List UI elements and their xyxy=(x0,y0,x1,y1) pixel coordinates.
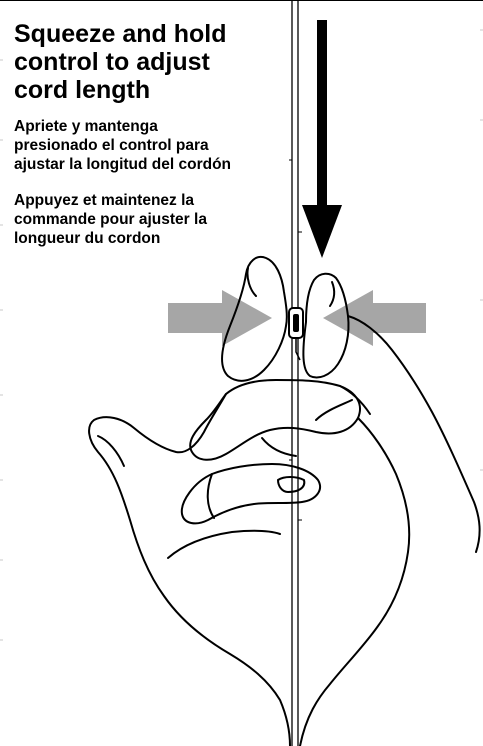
down-arrow-icon xyxy=(302,20,342,258)
instruction-title-en: Squeeze and hold control to adjust cord … xyxy=(14,20,227,104)
cord-ticks xyxy=(289,159,302,521)
squeeze-arrow-icon xyxy=(323,290,426,346)
cord-control-clip xyxy=(288,307,304,361)
squeeze-arrow-icon xyxy=(168,290,272,346)
instruction-text-fr: Appuyez et maintenez la commande pour aj… xyxy=(14,192,207,247)
instruction-text-es: Apriete y mantenga presionado el control… xyxy=(14,118,232,173)
hand-illustration xyxy=(88,256,481,746)
cord xyxy=(291,0,299,746)
